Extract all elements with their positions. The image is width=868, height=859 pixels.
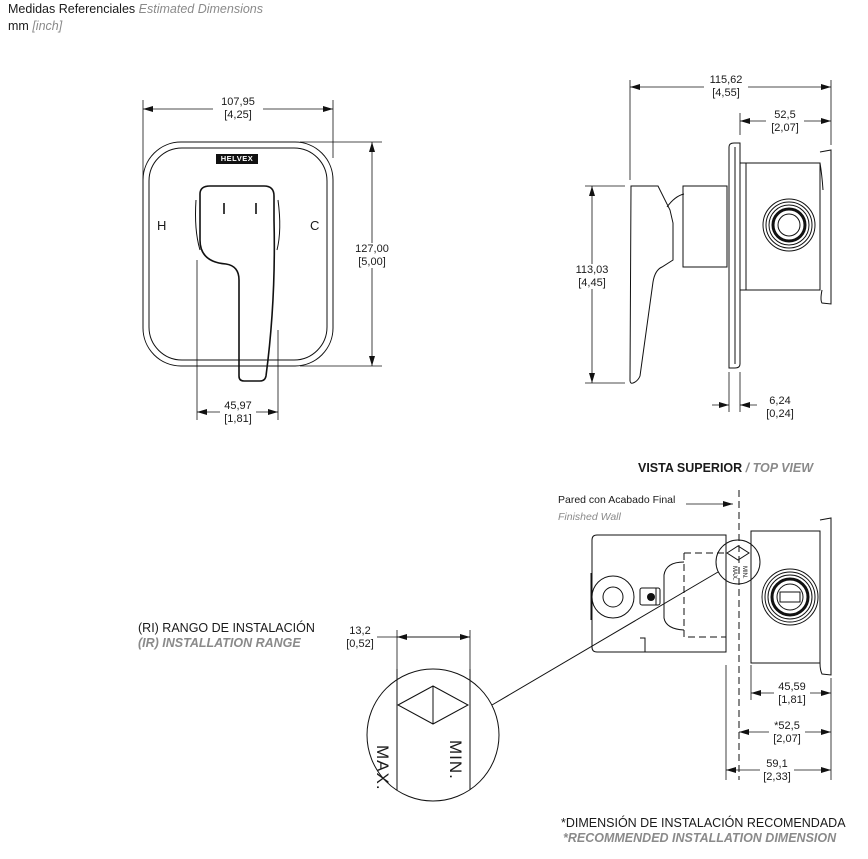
top-port [761, 568, 819, 626]
trim-plate-outer [142, 141, 334, 367]
brand-logo: HELVEX [220, 154, 254, 163]
dim-mm: 52,5 [774, 109, 796, 121]
cold-label: C [310, 218, 320, 233]
dim-top-a: 45,59 [1,81] [774, 681, 810, 706]
dim-mm: 59,1 [766, 758, 788, 770]
dim-mm: 45,97 [224, 400, 252, 412]
dim-inch: [0,52] [346, 637, 374, 650]
title-es: Medidas Referenciales [8, 2, 136, 16]
dim-front-height: 127,00 [5,00] [349, 243, 395, 268]
dim-inch: [0,24] [766, 407, 794, 420]
dim-handle-width: 45,97 [1,81] [220, 400, 256, 425]
dim-front-width: 107,95 [4,25] [213, 96, 263, 121]
units-mm: mm [8, 19, 29, 33]
dim-side-height: 113,03 [4,45] [571, 264, 613, 289]
dim-mm: 13,2 [349, 625, 371, 637]
trim-plate-inner [148, 147, 328, 361]
dim-top-b: *52,5 [2,07] [769, 720, 805, 745]
top-view-title: VISTA SUPERIOR / TOP VIEW [638, 461, 813, 476]
svg-text:MIN.: MIN. [741, 566, 747, 579]
top-view: MAX. MIN. [366, 490, 832, 802]
dim-mm: 127,00 [355, 243, 389, 255]
dim-range: 13,2 [0,52] [343, 625, 377, 650]
dim-inch: [2,07] [773, 732, 801, 745]
dim-inch: [4,25] [224, 108, 252, 121]
dim-mm: 115,62 [709, 74, 743, 86]
max-label: MAX. [373, 745, 392, 791]
lever-handle [195, 185, 281, 382]
min-label: MIN. [446, 740, 465, 780]
range-label: (RI) RANGO DE INSTALACIÓN [138, 621, 315, 635]
dim-mm: 107,95 [221, 96, 255, 108]
title-en: Estimated Dimensions [138, 2, 263, 16]
dim-inch: [2,07] [771, 121, 799, 134]
dim-side-depth: 115,62 [4,55] [704, 74, 748, 99]
units-inch: [inch] [32, 19, 63, 33]
dim-mm: 113,03 [575, 264, 609, 276]
dim-mm: 6,24 [769, 395, 791, 407]
top-view-title-es: VISTA SUPERIOR [638, 461, 743, 475]
svg-text:MAX.: MAX. [731, 566, 737, 581]
detail-callout-small [715, 539, 761, 585]
header-title: Medidas Referenciales Estimated Dimensio… [8, 1, 263, 18]
wall-label-en: Finished Wall [558, 511, 621, 523]
dim-top-c: 59,1 [2,33] [760, 758, 794, 783]
dim-inch: [5,00] [358, 255, 386, 268]
footnote-en: *RECOMMENDED INSTALLATION DIMENSION [563, 831, 837, 845]
dim-side-body: 52,5 [2,07] [766, 109, 804, 134]
range-label-en: (IR) INSTALLATION RANGE [138, 636, 301, 650]
dim-inch: [1,81] [778, 693, 806, 706]
dim-mm: *52,5 [774, 720, 800, 732]
hot-label: H [157, 218, 167, 233]
detail-callout-large [366, 668, 500, 802]
dim-mm: 45,59 [778, 681, 806, 693]
header-units: mm [inch] [8, 18, 62, 35]
footnote: *DIMENSIÓN DE INSTALACIÓN RECOMENDADA [561, 816, 846, 830]
wall-label: Pared con Acabado Final [558, 494, 676, 506]
dim-inch: [2,33] [763, 770, 791, 783]
detail-leader [491, 571, 719, 706]
side-port [762, 198, 816, 252]
dim-inch: [4,55] [712, 86, 740, 99]
dim-plate-thickness: 6,24 [0,24] [762, 395, 798, 420]
front-view [142, 100, 382, 420]
top-view-title-en: / TOP VIEW [745, 461, 814, 475]
dim-inch: [1,81] [224, 412, 252, 425]
dim-inch: [4,45] [578, 276, 606, 289]
brand-badge [216, 154, 258, 164]
